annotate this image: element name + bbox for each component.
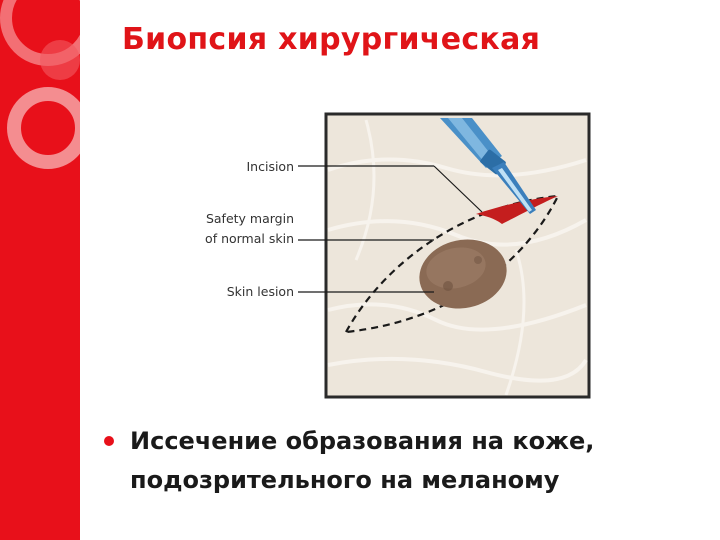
bullet-dot-icon: [104, 436, 114, 446]
bullet-line-2: подозрительного на меланому: [130, 461, 690, 500]
label-incision: Incision: [246, 159, 294, 174]
label-safety-margin-1: Safety margin: [206, 211, 294, 226]
label-safety-margin-2: of normal skin: [205, 231, 294, 246]
bullet-line-1: Иссечение образования на коже,: [130, 422, 690, 461]
bullet-text: Иссечение образования на коже, подозрите…: [130, 422, 690, 500]
slide-title: Биопсия хирургическая: [122, 22, 540, 57]
decorative-circles: [0, 0, 80, 540]
label-skin-lesion: Skin lesion: [227, 284, 294, 299]
biopsy-illustration: Incision Safety margin of normal skin Sk…: [186, 110, 596, 400]
decorative-sidebar: [0, 0, 80, 540]
